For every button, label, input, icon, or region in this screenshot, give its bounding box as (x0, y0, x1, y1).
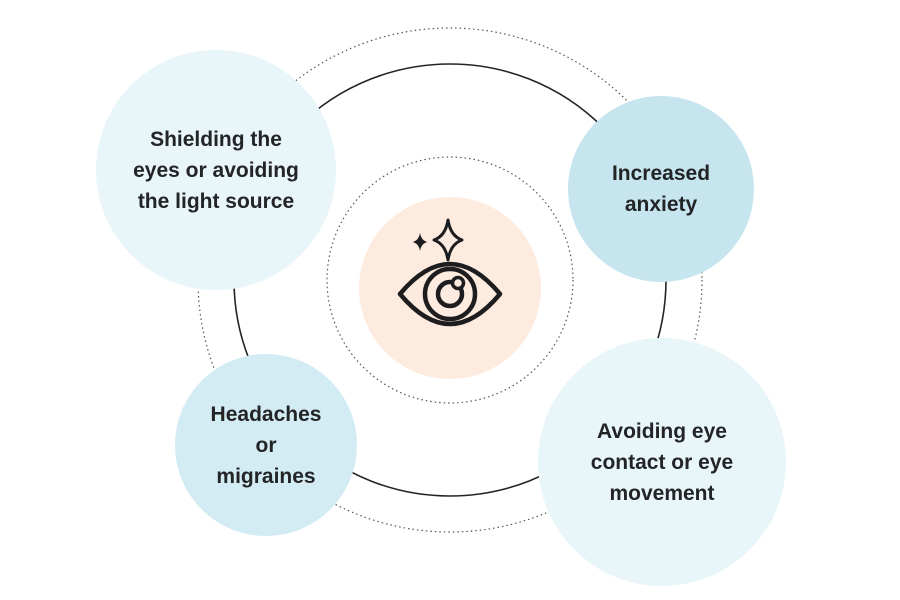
symptom-label: Increased anxiety (611, 162, 711, 216)
symptom-bubble-shielding-eyes: Shielding the eyes or avoiding the light… (96, 50, 336, 290)
symptom-label: Headaches or migraines (210, 402, 322, 488)
eye-outline (397, 261, 503, 327)
eye-pupil (435, 279, 465, 309)
symptom-bubble-anxiety: Increased anxiety (568, 96, 754, 282)
symptom-bubble-avoiding-eye-contact: Avoiding eye contact or eye movement (538, 338, 786, 586)
inner-dotted-ring (326, 156, 574, 404)
symptom-bubble-headaches: Headaches or migraines (175, 354, 357, 536)
eye-with-sparkle-icon (397, 218, 503, 327)
outer-dotted-ring (197, 27, 703, 533)
eye-iris (422, 266, 478, 322)
small-sparkle (413, 233, 427, 251)
symptom-label: Shielding the eyes or avoiding the light… (133, 127, 299, 213)
symptom-label: Avoiding eye contact or eye movement (590, 419, 734, 505)
eye-highlight (450, 275, 466, 291)
large-sparkle (432, 218, 464, 262)
